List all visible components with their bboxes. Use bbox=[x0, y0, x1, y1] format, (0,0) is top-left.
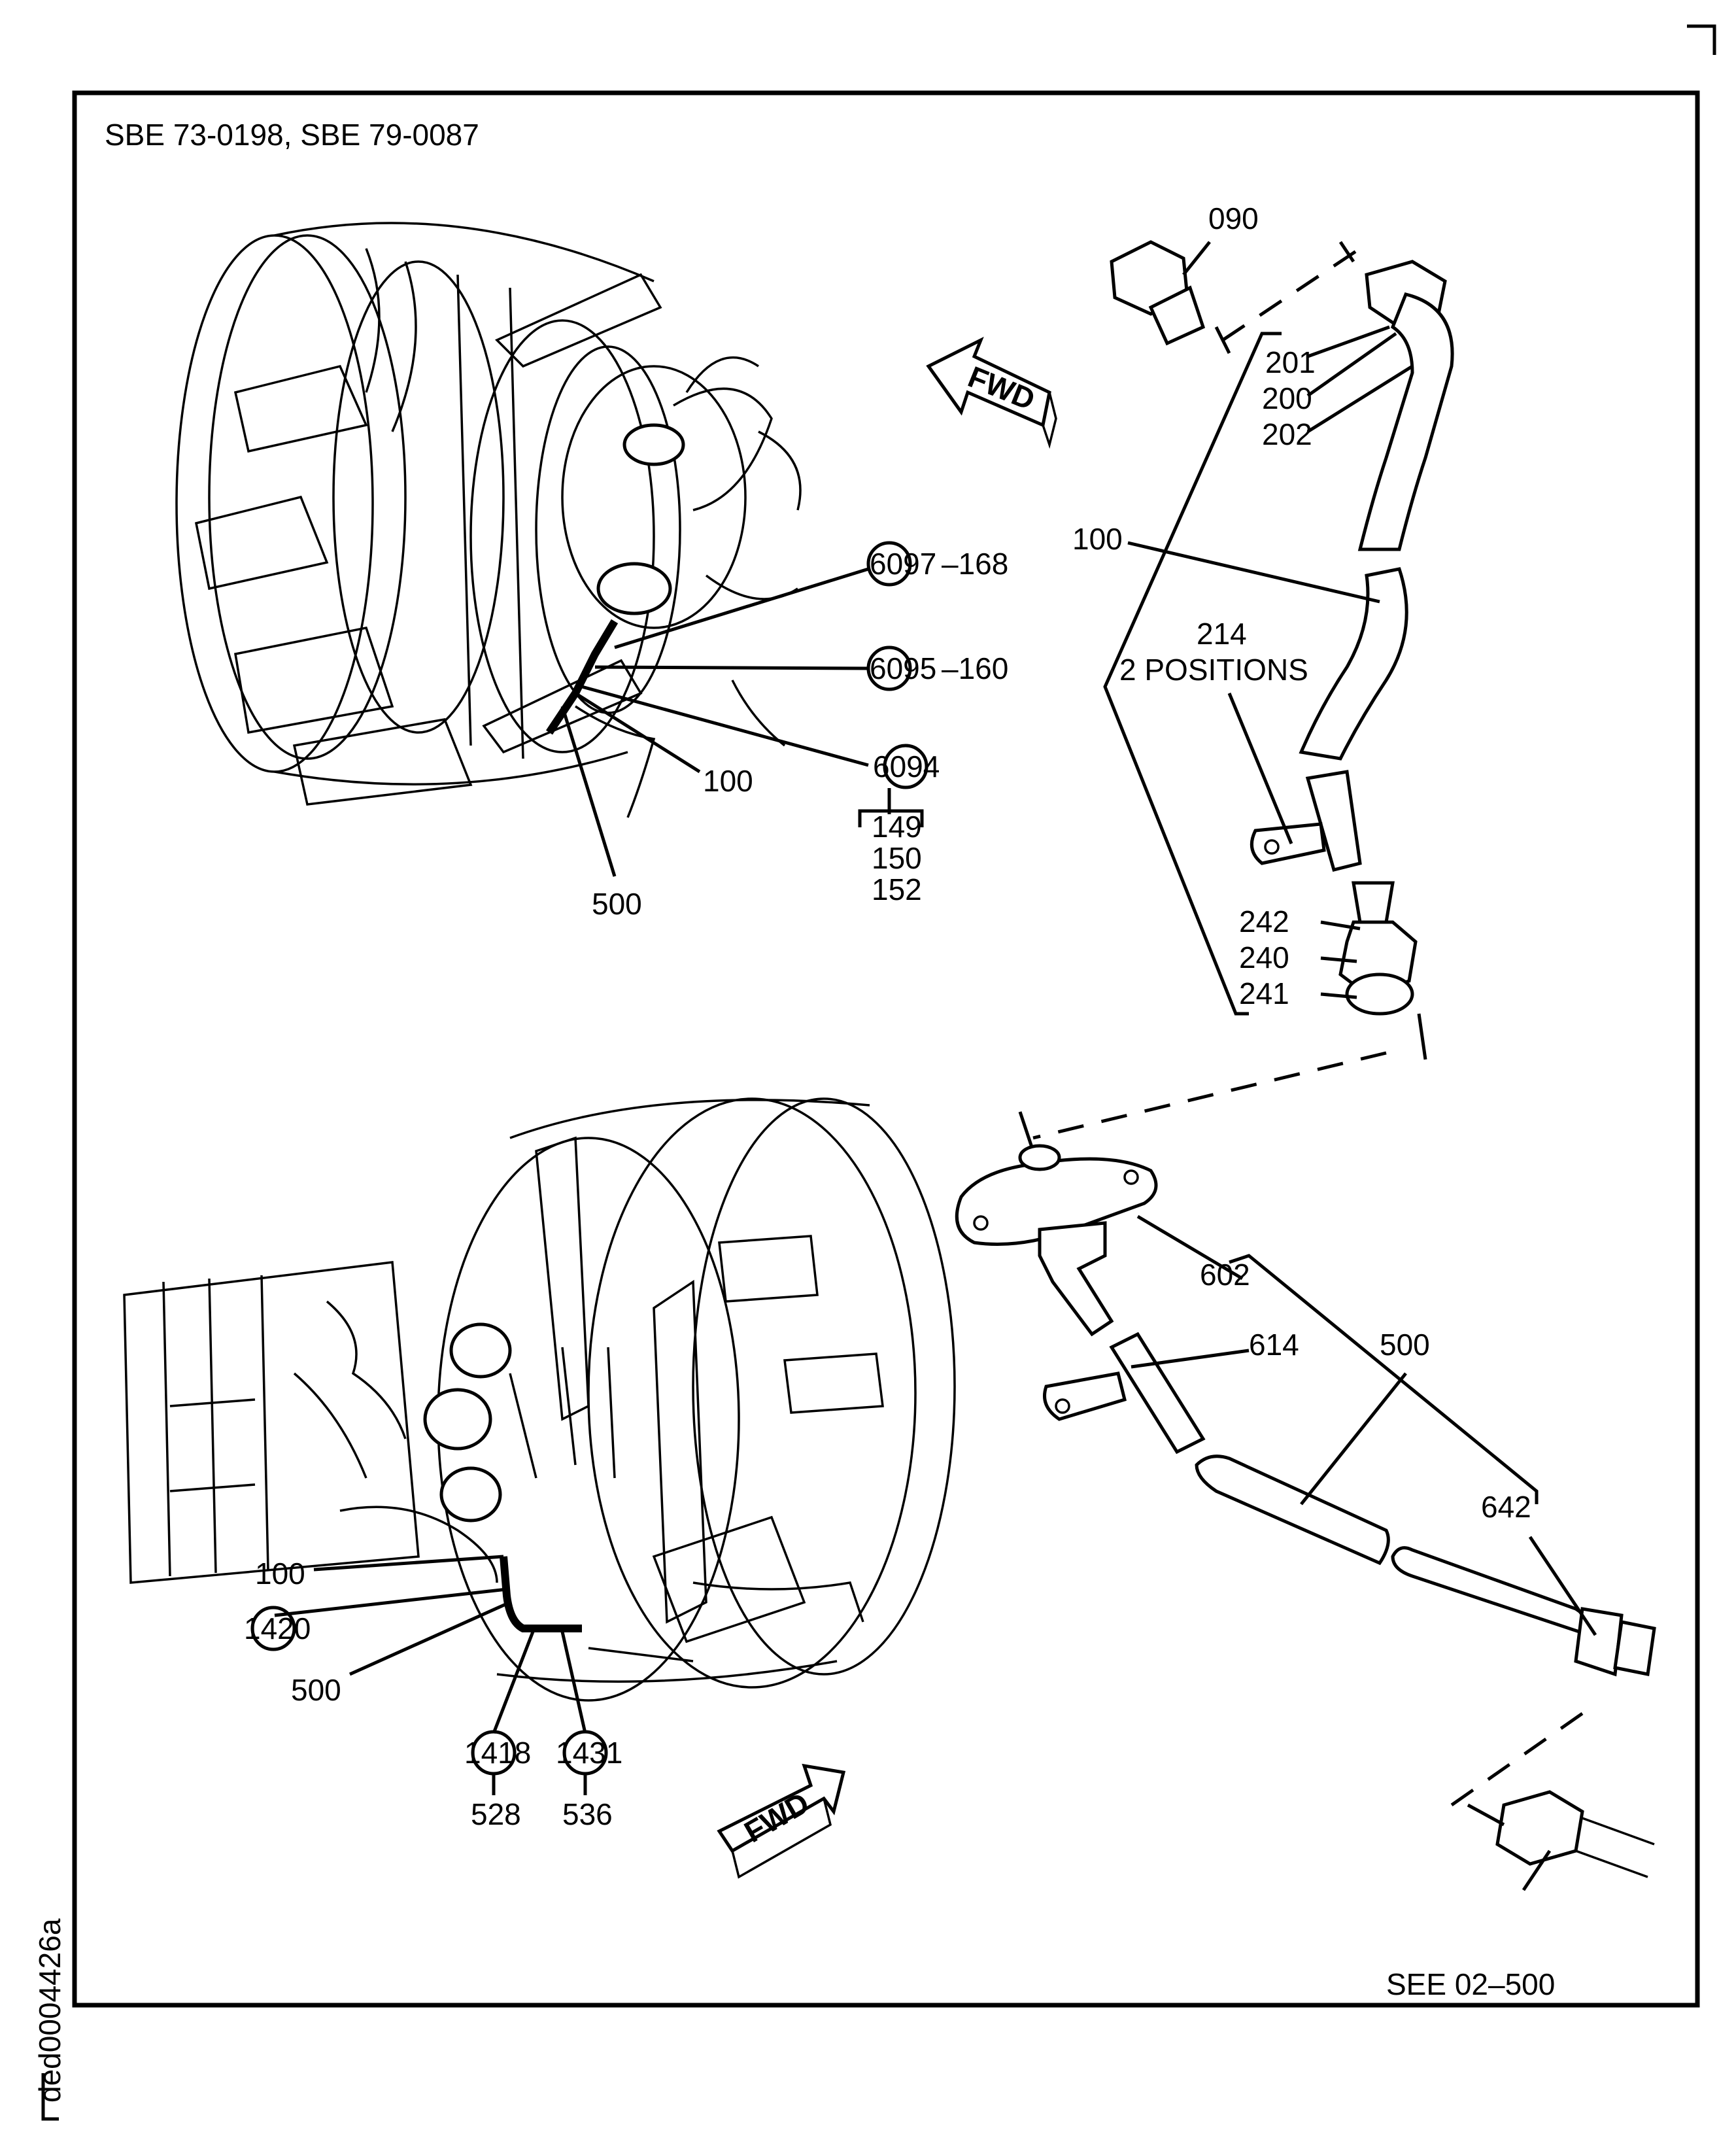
callout-152: 152 bbox=[872, 872, 922, 906]
callout-149: 149 bbox=[872, 810, 922, 844]
callout-100-detail: 100 bbox=[1072, 522, 1123, 556]
callout-6097: 6097 bbox=[870, 547, 936, 581]
bottom-engine-illustration bbox=[123, 1097, 956, 1702]
callout-1420: 1420 bbox=[244, 1611, 311, 1645]
callout-150: 150 bbox=[872, 841, 922, 875]
top-engine-leaders bbox=[560, 567, 891, 877]
callout-160: –160 bbox=[942, 651, 1008, 685]
bottom-engine-leaders bbox=[274, 1555, 587, 1795]
callout-242: 242 bbox=[1239, 904, 1289, 938]
balloon-1431 bbox=[562, 1730, 608, 1776]
callout-536: 536 bbox=[562, 1797, 613, 1831]
detail-bracket-left bbox=[1103, 332, 1282, 1016]
bracket-6094 bbox=[858, 809, 924, 827]
callout-214-note: 2 POSITIONS bbox=[1119, 653, 1308, 687]
callout-200: 200 bbox=[1262, 381, 1312, 415]
service-bulletin-header: SBE 73-0198, SBE 79-0087 bbox=[105, 118, 479, 152]
callout-528: 528 bbox=[471, 1797, 521, 1831]
lower-detail-leaders bbox=[1131, 1214, 1597, 1891]
callout-090: 090 bbox=[1208, 201, 1259, 235]
callout-1431: 1431 bbox=[556, 1736, 622, 1770]
callout-614: 614 bbox=[1249, 1328, 1299, 1362]
callout-500-detail: 500 bbox=[1380, 1328, 1430, 1362]
callout-100-top-engine: 100 bbox=[703, 764, 753, 798]
balloon-6095 bbox=[866, 645, 912, 691]
callout-500-top-engine: 500 bbox=[592, 887, 642, 921]
fwd-arrow-top: FWD bbox=[926, 336, 1057, 449]
callout-214: 214 bbox=[1197, 617, 1247, 651]
callout-6095: 6095 bbox=[870, 651, 936, 685]
callout-241: 241 bbox=[1239, 976, 1289, 1010]
callout-642: 642 bbox=[1481, 1490, 1531, 1524]
callout-201: 201 bbox=[1265, 345, 1316, 379]
top-engine-illustration bbox=[175, 222, 802, 818]
callout-240: 240 bbox=[1239, 940, 1289, 974]
balloon-6097 bbox=[866, 541, 912, 587]
balloon-1418 bbox=[471, 1730, 517, 1776]
callout-6094: 6094 bbox=[873, 749, 940, 783]
callout-168: –168 bbox=[942, 547, 1008, 581]
figure-frame bbox=[72, 90, 1700, 2008]
drawing-code: ded0004426a bbox=[33, 1918, 67, 2103]
corner-mark bbox=[1687, 24, 1716, 55]
corner-mark-bottom bbox=[41, 2073, 59, 2121]
dashed-connector bbox=[1032, 1051, 1387, 1140]
callout-1418: 1418 bbox=[464, 1736, 531, 1770]
callout-500-bottom-engine: 500 bbox=[291, 1673, 341, 1707]
balloon-6094 bbox=[883, 744, 928, 789]
fwd-arrow-bottom: FWD bbox=[717, 1763, 846, 1879]
leader-lines-top bbox=[1127, 241, 1414, 999]
callout-100-bottom-engine: 100 bbox=[255, 1557, 305, 1591]
callout-202: 202 bbox=[1262, 417, 1312, 451]
lower-tube-assembly bbox=[955, 1144, 1656, 1878]
upper-tube-assembly bbox=[1110, 240, 1454, 1060]
balloon-1420 bbox=[250, 1606, 296, 1651]
callout-see-reference: SEE 02–500 bbox=[1386, 1967, 1555, 2001]
callout-602: 602 bbox=[1200, 1258, 1250, 1292]
